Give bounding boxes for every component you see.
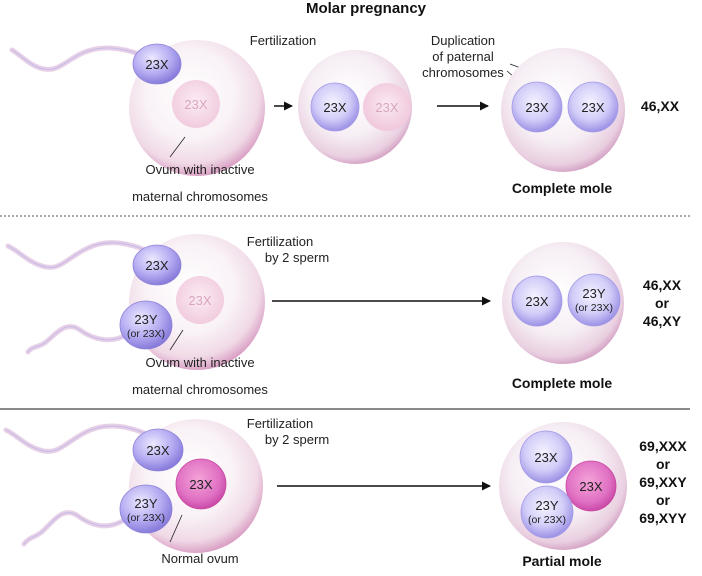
sperm-head bbox=[119, 300, 173, 350]
duplication-label-line-2: of paternal bbox=[432, 49, 494, 64]
row-complete-mole-single-sperm: 23X 23X Ovum with inactive maternal chro… bbox=[9, 33, 680, 204]
fertilization-label-line-2: by 2 sperm bbox=[265, 432, 329, 447]
inactive-maternal-nucleus bbox=[176, 276, 224, 324]
result-nucleus-label: 23Y bbox=[582, 286, 605, 301]
karyotype-line: or bbox=[656, 456, 671, 472]
result-label: Complete mole bbox=[512, 180, 613, 196]
sperm-head bbox=[119, 484, 173, 534]
result-label: Complete mole bbox=[512, 375, 613, 391]
karyotype-line: 46,XY bbox=[643, 313, 682, 329]
paternal-nucleus bbox=[519, 430, 573, 484]
inactive-maternal-nucleus bbox=[172, 80, 220, 128]
sperm-label: 23Y bbox=[134, 312, 157, 327]
ovum-caption-line-2: maternal chromosomes bbox=[132, 189, 268, 204]
paternal-nucleus bbox=[511, 275, 563, 327]
sperm-head bbox=[132, 244, 182, 286]
result-nucleus-label: 23X bbox=[581, 100, 604, 115]
inactive-maternal-nucleus bbox=[363, 83, 411, 131]
karyotype: 46,XX bbox=[641, 98, 680, 114]
sperm-label: 23Y bbox=[134, 496, 157, 511]
fertilization-label-line-2: by 2 sperm bbox=[265, 250, 329, 265]
result-nucleus-label: 23X bbox=[534, 450, 557, 465]
maternal-nucleus-label: 23X bbox=[189, 477, 212, 492]
karyotype-line: 69,XXY bbox=[639, 474, 687, 490]
paternal-nucleus bbox=[567, 273, 621, 327]
sperm-label: 23X bbox=[146, 443, 169, 458]
inactive-nucleus-label: 23X bbox=[184, 97, 207, 112]
sperm-label: 23X bbox=[145, 57, 168, 72]
result-nucleus-label: 23X bbox=[579, 479, 602, 494]
caption-pointer bbox=[169, 329, 184, 351]
inactive-nucleus-label: 23X bbox=[188, 293, 211, 308]
paternal-nucleus bbox=[520, 485, 574, 539]
sperm-sublabel: (or 23X) bbox=[127, 512, 165, 524]
duplication-label-line-1: Duplication bbox=[431, 33, 495, 48]
ovum-caption-line-2: maternal chromosomes bbox=[132, 382, 268, 397]
inactive-nucleus-label: 23X bbox=[375, 100, 398, 115]
result-nucleus-label: 23X bbox=[525, 294, 548, 309]
sperm-label: 23X bbox=[145, 258, 168, 273]
result-label: Partial mole bbox=[522, 553, 602, 569]
maternal-nucleus bbox=[565, 460, 617, 512]
duplication-label-line-3: chromosomes bbox=[422, 65, 504, 80]
sperm-head bbox=[132, 428, 184, 472]
fertilization-label-line-1: Fertilization bbox=[247, 416, 313, 431]
row-partial-mole: 23X 23X 23Y (or 23X) Normal ovum Fertili… bbox=[3, 416, 687, 569]
ovum-caption-line-1: Normal ovum bbox=[161, 551, 238, 566]
karyotype-line: 46,XX bbox=[643, 277, 682, 293]
result-nucleus-sublabel: (or 23X) bbox=[528, 514, 566, 526]
paternal-nucleus bbox=[567, 81, 619, 133]
complete-mole-zygote bbox=[501, 48, 625, 172]
fertilization-label-line-1: Fertilization bbox=[247, 234, 313, 249]
result-nucleus-label: 23X bbox=[525, 100, 548, 115]
result-nucleus-sublabel: (or 23X) bbox=[575, 302, 613, 314]
sperm-sublabel: (or 23X) bbox=[127, 328, 165, 340]
ovum-caption-line-1: Ovum with inactive bbox=[145, 162, 254, 177]
karyotype-line: or bbox=[656, 492, 671, 508]
caption-pointer bbox=[169, 514, 183, 543]
sperm-head bbox=[132, 43, 182, 85]
karyotype-line: or bbox=[655, 295, 670, 311]
karyotype-line: 69,XYY bbox=[639, 510, 687, 526]
result-nucleus-label: 23Y bbox=[535, 498, 558, 513]
caption-pointer bbox=[169, 136, 186, 158]
page-title: Molar pregnancy bbox=[306, 0, 427, 17]
paternal-nucleus bbox=[511, 81, 563, 133]
complete-mole-zygote bbox=[502, 242, 624, 364]
maternal-nucleus bbox=[175, 458, 227, 510]
fertilization-label: Fertilization bbox=[250, 33, 316, 48]
karyotype-line: 69,XXX bbox=[639, 438, 687, 454]
paternal-nucleus-label: 23X bbox=[323, 100, 346, 115]
paternal-nucleus bbox=[310, 82, 360, 132]
sperm-tail bbox=[21, 510, 127, 547]
row-complete-mole-two-sperm: 23X 23X 23Y (or 23X) Ovum with inactive … bbox=[5, 234, 682, 397]
ovum-caption-line-1: Ovum with inactive bbox=[145, 355, 254, 370]
